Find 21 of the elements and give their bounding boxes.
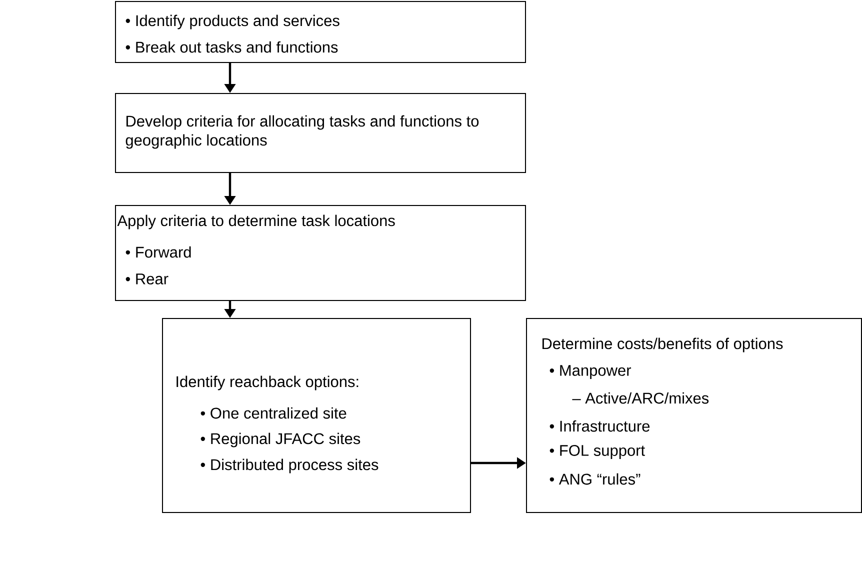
text-line: • FOL support [550, 445, 645, 460]
text-line: – Active/ARC/mixes [572, 392, 709, 404]
process-box [115, 205, 526, 301]
text-line: • Distributed process sites [200, 458, 378, 474]
text-line: • Rear [126, 274, 168, 284]
text-line: Identify reachback options: [176, 376, 358, 390]
text-line: • Break out tasks and functions [126, 41, 338, 53]
text-line: • Manpower [550, 365, 632, 379]
process-box [115, 1, 526, 63]
text-line: • One centralized site [200, 407, 346, 419]
text-line: • ANG “rules” [550, 473, 640, 485]
process-box [162, 318, 471, 513]
process-box [526, 318, 862, 513]
text-line: • Identify products and services [126, 14, 340, 30]
text-line: Develop criteria for allocating tasks and functions to geographic locations [126, 115, 479, 149]
text-line: Determine costs/benefits of options [542, 338, 783, 352]
text-line: • Regional JFACC sites [200, 432, 360, 448]
text-line: • Forward [126, 246, 191, 258]
text-line: • Infrastructure [550, 420, 650, 432]
text-line: Apply criteria to determine task locations [117, 214, 395, 230]
process-box [115, 93, 526, 173]
